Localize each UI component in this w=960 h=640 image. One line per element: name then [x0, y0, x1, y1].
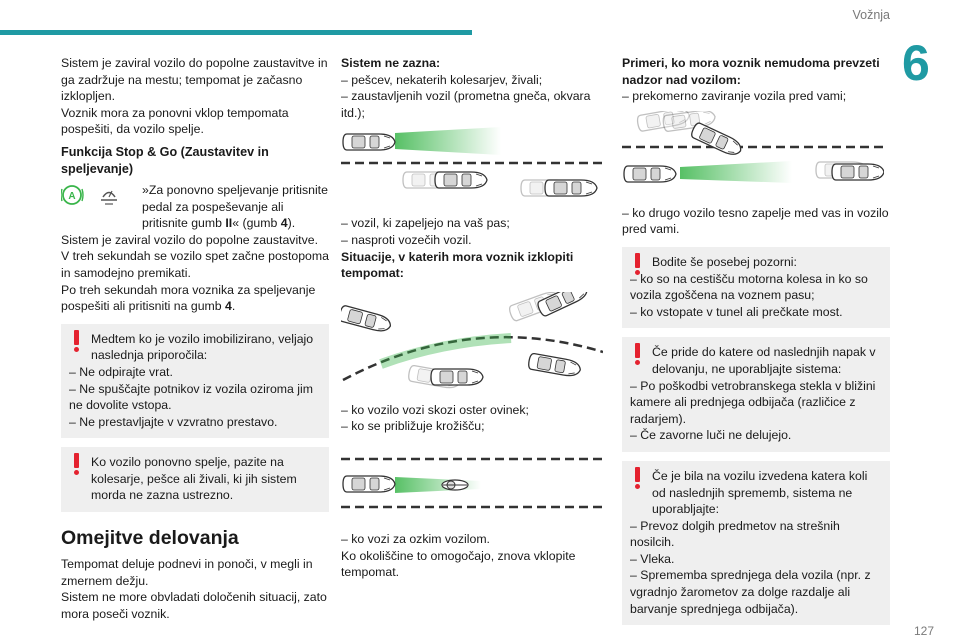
- warning-box: Če pride do katere od naslednjih napak v…: [622, 337, 890, 452]
- button-ref: 4: [280, 216, 288, 231]
- header-title: Vožnja: [852, 8, 890, 22]
- list-item: – ko vozi za ozkim vozilom.: [341, 531, 490, 546]
- warning-item: – ko so na cestišču motorna kolesa in ko…: [630, 271, 868, 303]
- paragraph: Voznik mora za ponovni vklop tempomata p…: [61, 105, 289, 137]
- warning-box: Bodite še posebej pozorni: – ko so na ce…: [622, 246, 890, 329]
- column-1: Sistem je zaviral vozilo do popolne zaus…: [61, 55, 329, 622]
- button-ref: II: [225, 216, 233, 231]
- warning-item: – ko vstopate v tunel ali prečkate most.: [630, 304, 843, 319]
- paragraph: Sistem ne more obvladati določenih situa…: [61, 590, 327, 621]
- list-item: – nasproti vozečih vozil.: [341, 232, 472, 247]
- page-number: 127: [913, 624, 934, 638]
- illustration-heavy-braking: [622, 110, 884, 183]
- warning-item: – Ne odpirajte vrat.: [69, 364, 173, 379]
- stopgo-block: A »Za ponovno speljevanje pritisnite ped…: [61, 182, 329, 232]
- warning-icon: [73, 453, 81, 475]
- warning-item: – Po poškodbi vetrobranskega stekla v bl…: [630, 378, 876, 426]
- illustration-stopped-vehicles: [341, 127, 603, 198]
- warning-box: Če je bila na vozilu izvedena katera kol…: [622, 460, 890, 626]
- list-item: – pešcev, nekaterih kolesarjev, živali;: [341, 72, 543, 87]
- paragraph: Tempomat deluje podnevi in ponoči, v meg…: [61, 557, 313, 588]
- paragraph: Po treh sekundah mora voznika za speljev…: [61, 282, 316, 314]
- warning-item: – Ne prestavljajte v vzvratno prestavo.: [69, 414, 278, 429]
- cyclist-icon: [441, 479, 469, 491]
- subtitle: Sistem ne zazna:: [341, 56, 441, 70]
- illustration-narrow-vehicle: [341, 457, 603, 509]
- list-item: – zaustavljenih vozil (prometna gneča, o…: [341, 89, 591, 120]
- warning-item: – Vleka.: [630, 551, 675, 566]
- warning-item: – Prevoz dolgih predmetov na strešnih no…: [630, 518, 840, 550]
- warning-item: – Ne spuščajte potnikov iz vozila ozirom…: [69, 381, 313, 413]
- warning-item: – Sprememba sprednjega dela vozila (npr.…: [630, 568, 871, 616]
- header-accent-bar: [0, 30, 472, 35]
- svg-text:A: A: [68, 191, 75, 202]
- paragraph: Sistem je zaviral vozilo do popolne zaus…: [61, 56, 328, 104]
- warning-box: Medtem ko je vozilo imobilizirano, velja…: [61, 323, 329, 439]
- warning-icon: [634, 467, 642, 489]
- list-item: – ko vozilo vozi skozi oster ovinek;: [341, 402, 529, 417]
- column-3: Primeri, ko mora voznik nemudoma prevzet…: [622, 55, 890, 634]
- list-item: – prekomerno zaviranje vozila pred vami;: [622, 89, 847, 104]
- paragraph: Ko okoliščine to omogočajo, znova vklopi…: [341, 548, 576, 580]
- paragraph: V treh sekundah se vozilo spet začne pos…: [61, 249, 329, 280]
- chapter-number: 6: [902, 35, 930, 91]
- list-item: – ko se približuje krožišču;: [341, 419, 485, 434]
- section-title: Omejitve delovanja: [61, 527, 239, 550]
- warning-box: Ko vozilo ponovno spelje, pazite na kole…: [61, 447, 329, 513]
- subtitle: Primeri, ko mora voznik nemudoma prevzet…: [622, 56, 880, 87]
- list-item: – vozil, ki zapeljejo na vaš pas;: [341, 216, 510, 231]
- warning-icon: [634, 343, 642, 365]
- paragraph: Sistem je zaviral vozilo do popolne zaus…: [61, 232, 318, 247]
- car-radar-icon: A: [61, 185, 117, 205]
- subtitle: Situacije, v katerih mora voznik izklopi…: [341, 249, 574, 281]
- list-item: – ko drugo vozilo tesno zapelje med vas …: [622, 205, 889, 237]
- warning-icon: [73, 330, 81, 352]
- stopgo-title: Funkcija Stop & Go (Zaustavitev in spelj…: [61, 144, 269, 176]
- illustration-sharp-curve: [341, 291, 603, 391]
- warning-item: – Če zavorne luči ne delujejo.: [630, 428, 792, 443]
- column-2: Sistem ne zazna: – pešcev, nekaterih kol…: [341, 55, 609, 581]
- gauge-icon: [101, 190, 117, 205]
- warning-icon: [634, 253, 642, 275]
